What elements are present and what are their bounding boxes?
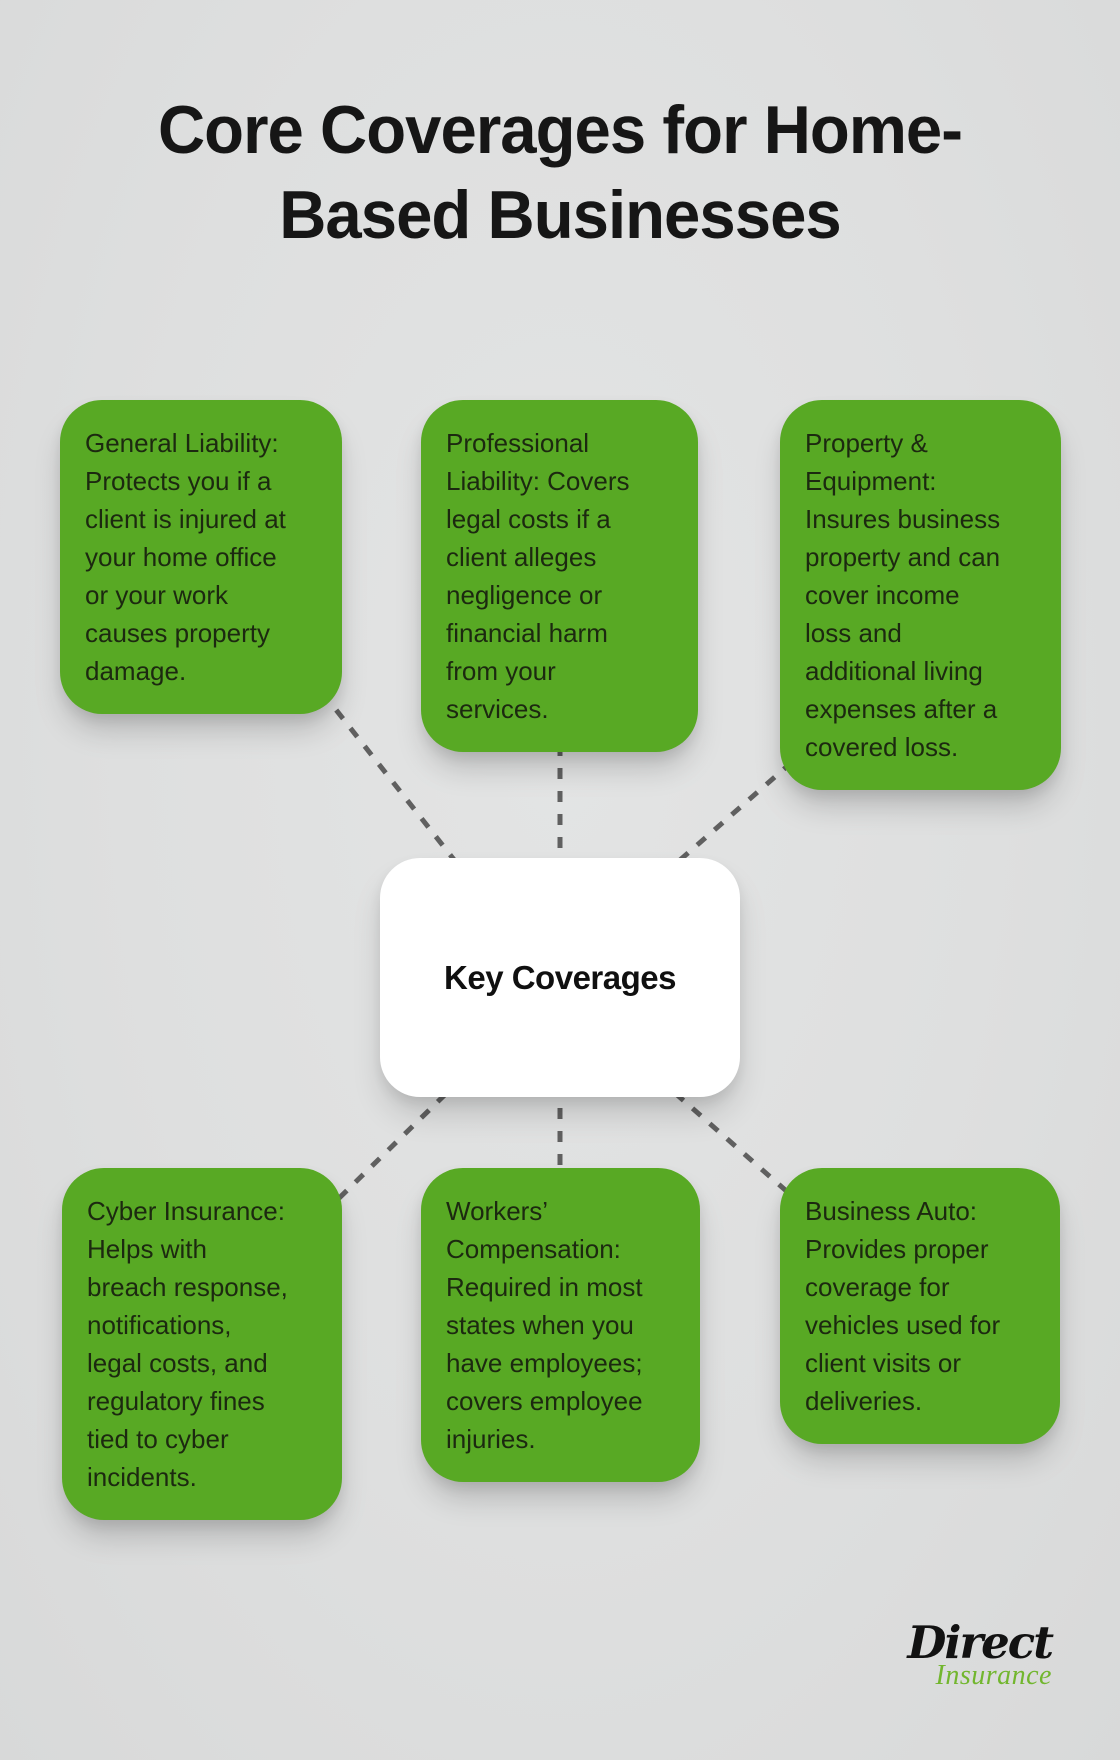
card-professional-liability-text: Professional Liability: Covers legal cos… (446, 428, 630, 724)
logo-insurance-wordmark: Insurance (935, 1660, 1052, 1691)
page-title: Core Coverages for Home- Based Businesse… (157, 92, 963, 253)
key-coverages-node: Key Coverages (380, 858, 740, 1097)
key-coverages-label: Key Coverages (444, 958, 676, 996)
logo-direct-wordmark: Direct (907, 1616, 1054, 1669)
connector-top-left (320, 690, 472, 882)
card-property-equipment-text: Property & Equipment: Insures business p… (805, 428, 1001, 762)
card-property-equipment: Property & Equipment: Insures business p… (780, 400, 1061, 790)
card-general-liability: General Liability: Protects you if a cli… (60, 400, 342, 714)
card-professional-liability: Professional Liability: Covers legal cos… (421, 400, 698, 752)
card-workers-compensation-text: Workers’ Compensation: Required in most … (446, 1196, 643, 1454)
card-business-auto: Business Auto: Provides proper coverage … (780, 1168, 1060, 1444)
card-cyber-insurance: Cyber Insurance: Helps with breach respo… (62, 1168, 342, 1520)
connector-bottom-right (656, 1076, 794, 1198)
direct-insurance-logo: Direct Insurance (907, 1616, 1054, 1691)
card-workers-compensation: Workers’ Compensation: Required in most … (421, 1168, 700, 1482)
connector-bottom-left (328, 1076, 464, 1209)
card-business-auto-text: Business Auto: Provides proper coverage … (805, 1196, 1001, 1416)
card-cyber-insurance-text: Cyber Insurance: Helps with breach respo… (87, 1196, 288, 1492)
card-general-liability-text: General Liability: Protects you if a cli… (85, 428, 286, 686)
